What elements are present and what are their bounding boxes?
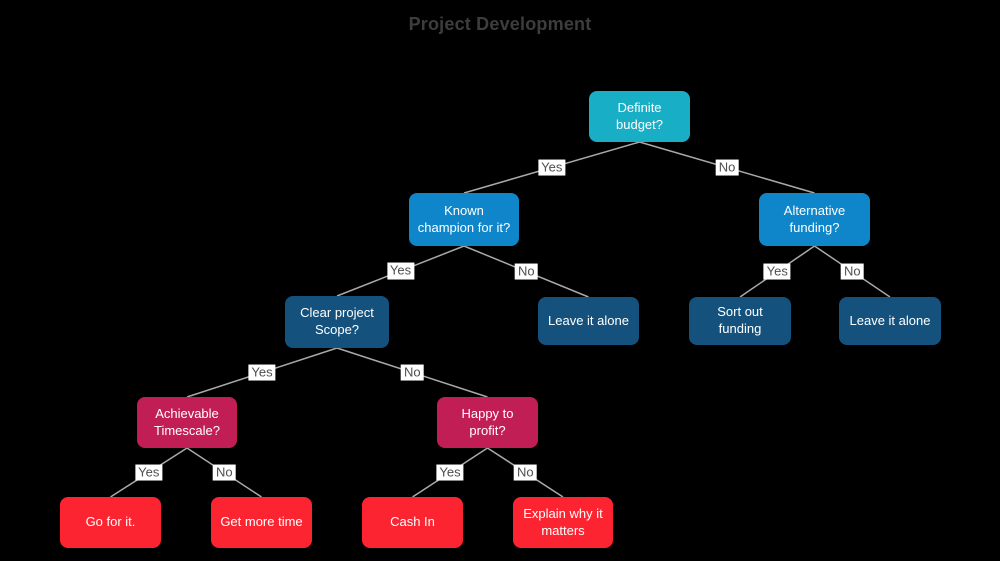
- edge-label-yes-cash-in: Yes: [436, 464, 464, 481]
- node-leave-it-alone-1: Leave it alone: [538, 297, 639, 345]
- node-leave-it-alone-2: Leave it alone: [839, 297, 941, 345]
- edge-label-yes-achievable-timescale: Yes: [248, 364, 276, 381]
- node-cash-in: Cash In: [362, 497, 463, 548]
- edge-label-no-leave-it-alone-2: No: [840, 263, 864, 280]
- edge-label-yes-go-for-it: Yes: [135, 464, 163, 481]
- node-known-champion: Known champion for it?: [409, 193, 519, 246]
- edge-label-no-get-more-time: No: [212, 464, 236, 481]
- edge-label-no-leave-it-alone-1: No: [514, 263, 538, 280]
- node-achievable-timescale: Achievable Timescale?: [137, 397, 237, 448]
- node-alternative-funding: Alternative funding?: [759, 193, 870, 246]
- edge-label-no-alternative-funding: No: [715, 159, 739, 176]
- node-explain-why-it-matters: Explain why it matters: [513, 497, 613, 548]
- node-definite-budget: Definite budget?: [589, 91, 690, 142]
- edge-label-yes-known-champion: Yes: [538, 159, 566, 176]
- diagram-title: Project Development: [408, 14, 592, 34]
- edge-label-no-happy-to-profit: No: [400, 364, 424, 381]
- edge-label-yes-sort-out-funding: Yes: [763, 263, 791, 280]
- node-clear-scope: Clear project Scope?: [285, 296, 389, 348]
- node-happy-to-profit: Happy to profit?: [437, 397, 538, 448]
- edge-label-no-explain-why-it-matters: No: [513, 464, 537, 481]
- node-get-more-time: Get more time: [211, 497, 312, 548]
- node-sort-out-funding: Sort out funding: [689, 297, 791, 345]
- node-go-for-it: Go for it.: [60, 497, 161, 548]
- edge-label-yes-clear-scope: Yes: [386, 262, 415, 280]
